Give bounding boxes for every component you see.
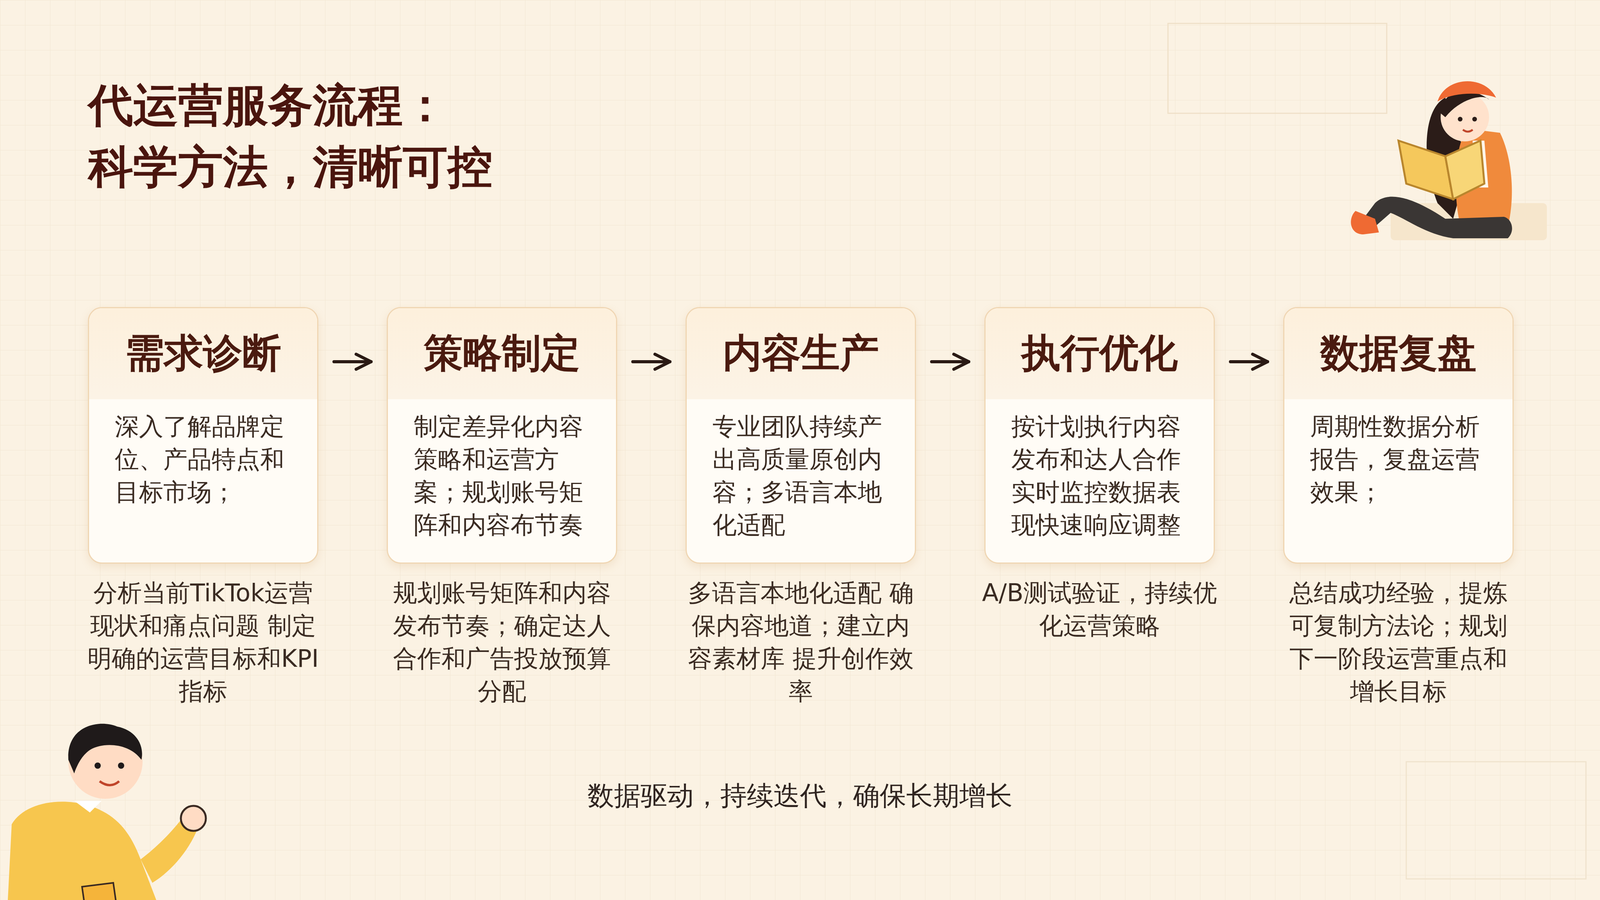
step-description: 制定差异化内容策略和运营方案；规划账号矩阵和内容布节奏: [387, 399, 617, 558]
step-heading: 执行优化: [985, 308, 1214, 400]
process-box: 内容生产专业团队持续产出高质量原创内容；多语言本地化适配多语言本地化适配 确保内…: [685, 307, 917, 564]
step-heading: 数据复盘: [1284, 308, 1513, 400]
step-heading: 策略制定: [387, 308, 617, 400]
step-detail: 分析当前TikTok运营现状和痛点问题 制定明确的运营目标和KPI指标: [85, 576, 322, 708]
step-detail: A/B测试验证，持续优化运营策略: [981, 576, 1218, 643]
slide-caption: 数据驱动，持续迭代，确保长期增长: [0, 778, 1600, 814]
waving-boy: [7, 723, 206, 900]
step-detail: 总结成功经验，提炼可复制方法论；规划下一阶段运营重点和增长目标: [1280, 576, 1517, 708]
process-box: 需求诊断深入了解品牌定位、产品特点和目标市场；分析当前TikTok运营现状和痛点…: [87, 307, 319, 564]
process-box: 数据复盘周期性数据分析报告，复盘运营效果；总结成功经验，提炼可复制方法论；规划下…: [1283, 307, 1514, 564]
step-description: 专业团队持续产出高质量原创内容；多语言本地化适配: [686, 399, 915, 558]
step-detail: 规划账号矩阵和内容发布节奏；确定达人合作和广告投放预算分配: [383, 576, 620, 708]
flow-arrow: [632, 360, 670, 364]
step-description: 周期性数据分析报告，复盘运营效果；: [1284, 399, 1513, 525]
flow-arrow: [931, 360, 969, 364]
step-detail: 多语言本地化适配 确保内容地道；建立内容素材库 提升创作效率: [682, 576, 919, 708]
step-description: 按计划执行内容发布和达人合作 实时监控数据表现快速响应调整: [985, 399, 1214, 558]
slide-title: 代运营服务流程： 科学方法，清晰可控: [88, 74, 597, 198]
step-heading: 内容生产: [686, 308, 915, 400]
step-heading: 需求诊断: [89, 308, 318, 400]
process-box: 执行优化按计划执行内容发布和达人合作 实时监控数据表现快速响应调整A/B测试验证…: [984, 307, 1215, 564]
step-description: 深入了解品牌定位、产品特点和目标市场；: [89, 399, 318, 525]
flow-arrow: [1230, 360, 1268, 364]
process-box: 策略制定制定差异化内容策略和运营方案；规划账号矩阵和内容布节奏规划账号矩阵和内容…: [386, 307, 618, 564]
flow-arrow: [333, 360, 372, 364]
reading-girl: [1350, 81, 1547, 241]
